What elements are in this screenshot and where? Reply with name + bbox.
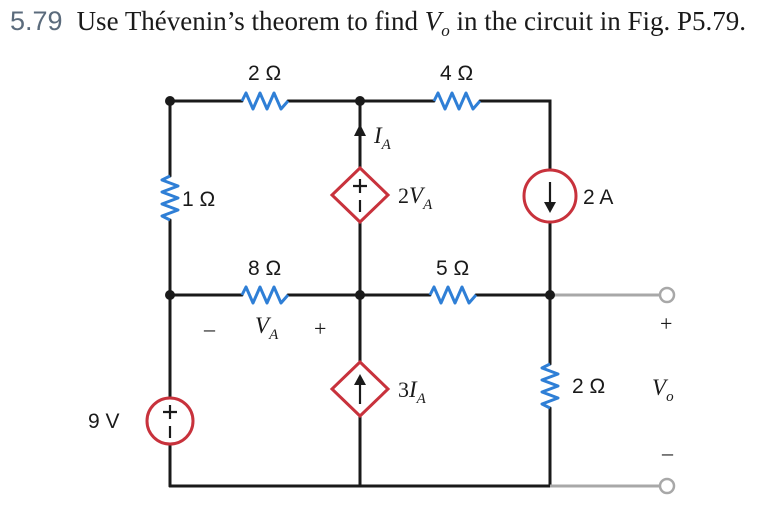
circuit-wires — [168, 99, 552, 488]
problem-statement: Use Thévenin’s theorem to find Vo in the… — [76, 6, 747, 40]
label-dep-voltage-sub: A — [422, 197, 433, 213]
problem-vo-var: V — [424, 6, 442, 36]
label-out-plus: + — [660, 311, 672, 336]
junction-nodes — [165, 96, 555, 300]
ia-arrow-icon — [354, 124, 366, 136]
problem-number: 5.79 — [10, 6, 63, 36]
wire-top-right — [358, 99, 552, 172]
dependent-voltage-source — [329, 165, 391, 225]
dep-voltage-plus-icon — [353, 179, 367, 193]
label-dep-current-coef: 3 — [398, 377, 409, 402]
voltage-source-plus-icon — [163, 405, 177, 419]
label-va: VA — [255, 313, 279, 343]
label-va-var: V — [255, 313, 272, 338]
label-r-right-bottom: 2 Ω — [572, 375, 605, 398]
voltage-source-circle — [145, 396, 195, 446]
label-dep-current-sub: A — [416, 391, 427, 407]
label-ia-var: I — [373, 123, 383, 148]
node-mid-center — [355, 290, 365, 300]
voltage-source — [145, 396, 195, 446]
problem-text-before: Use Thévenin’s theorem to find — [76, 6, 425, 36]
resistor-top-left — [240, 91, 290, 111]
label-dep-voltage: 2VA — [398, 183, 433, 213]
label-out-vo-sub: o — [666, 389, 674, 405]
label-dep-current: 3IA — [398, 377, 427, 407]
label-out-vo: Vo — [652, 375, 674, 405]
label-dep-voltage-var: V — [409, 183, 426, 208]
label-dep-current-var: I — [408, 377, 418, 402]
output-terminal-bottom — [658, 477, 676, 495]
label-current-source: 2 A — [583, 186, 613, 209]
problem-text-after: in the circuit in Fig. P5.79. — [449, 6, 747, 36]
problem-vo-sub: o — [441, 21, 450, 41]
resistor-top-right — [432, 91, 482, 111]
label-dep-voltage-coef: 2 — [398, 183, 409, 208]
label-voltage-source: 9 V — [88, 410, 120, 433]
label-ia: IA — [373, 123, 392, 153]
resistor-right-bottom — [540, 362, 560, 410]
label-ia-sub: A — [381, 137, 392, 153]
label-out-minus: – — [661, 440, 674, 465]
resistor-mid-right — [428, 285, 478, 305]
label-va-plus: + — [314, 316, 326, 341]
node-top-left — [165, 96, 175, 106]
output-wires — [550, 293, 660, 488]
current-source — [522, 168, 578, 224]
label-out-vo-var: V — [652, 375, 669, 400]
label-r-mid-right: 5 Ω — [436, 257, 469, 280]
problem-header: 5.79 Use Thévenin’s theorem to find Vo in… — [10, 6, 746, 42]
node-mid-left — [165, 290, 175, 300]
label-r-top-right: 4 Ω — [440, 62, 473, 85]
resistors — [160, 91, 560, 410]
resistor-mid-left — [240, 285, 290, 305]
current-source-arrowhead-icon — [544, 202, 556, 213]
label-r-top-left: 2 Ω — [248, 62, 281, 85]
label-r-left: 1 Ω — [182, 188, 215, 211]
node-top-center — [355, 96, 365, 106]
output-terminal-top — [658, 286, 676, 304]
resistor-left — [160, 174, 180, 222]
dep-voltage-diamond — [329, 165, 391, 225]
dep-current-arrowhead-icon — [354, 374, 366, 385]
node-mid-right — [545, 290, 555, 300]
dependent-current-source — [329, 359, 391, 419]
label-va-minus: – — [203, 316, 216, 341]
label-r-mid-left: 8 Ω — [248, 257, 281, 280]
label-va-sub: A — [268, 327, 279, 343]
